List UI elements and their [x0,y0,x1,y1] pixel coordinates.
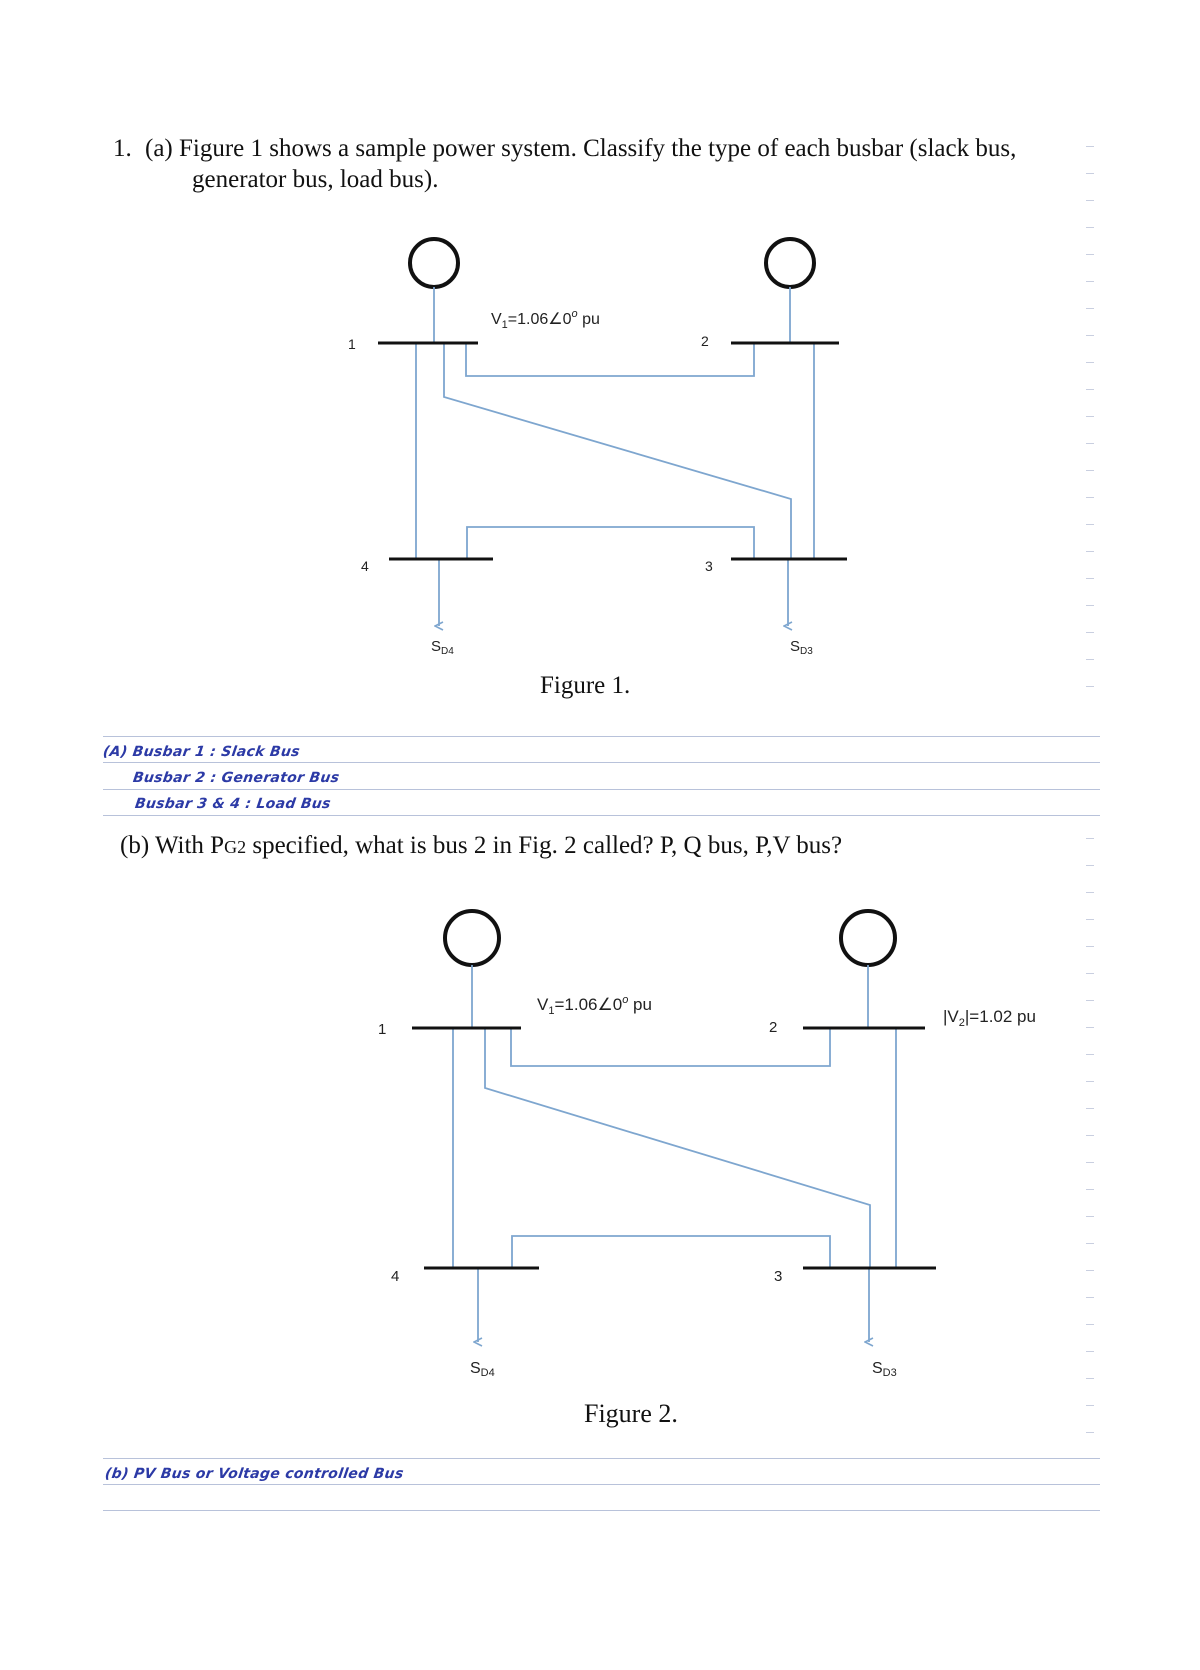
sd4-label: SD4 [431,638,454,657]
generator-1-icon [408,237,460,289]
bus-1-label: 1 [378,1021,386,1038]
sd4-label: SD4 [470,1360,495,1379]
rule-line [103,762,1100,763]
bus-4-label: 4 [391,1268,399,1285]
bus-3-label: 3 [705,558,713,574]
rule-line [103,736,1100,737]
line-4-3 [466,526,755,559]
answer-b-line1: (b) PV Bus or Voltage controlled Bus [103,1466,405,1482]
answer-a-line3: Busbar 3 & 4 : Load Bus [133,796,332,812]
line-4-3 [511,1235,831,1268]
figure-2-diagram: 1 2 3 4 V1=1.06∠0o pu |V2|=1.02 pu SD4 S… [378,909,1036,1428]
answer-a-line1: (A) Busbar 1 : Slack Bus [101,744,301,760]
bus-4-label: 4 [361,558,369,574]
bus-1-label: 1 [348,336,356,352]
rule-line [103,1458,1100,1459]
margin-ticks-bottom [1086,820,1096,1440]
rule-line [103,1510,1100,1511]
margin-ticks-top [1086,128,1096,698]
line-1-2 [465,343,755,377]
answer-a-line2: Busbar 2 : Generator Bus [131,770,341,786]
figure-2-caption: Figure 2. [584,1399,678,1428]
sd3-label: SD3 [790,638,813,657]
v1-label: V1=1.06∠0o pu [491,308,600,331]
part-b-text: (b) With PG2 specified, what is bus 2 in… [120,832,843,859]
bus-2-label: 2 [769,1019,777,1036]
part-a-text-line1: (a) Figure 1 shows a sample power system… [145,135,1017,162]
bus-3-label: 3 [774,1268,782,1285]
rule-line [103,789,1100,790]
line-1-2 [510,1028,831,1067]
generator-1-icon [443,909,501,967]
rule-line [103,815,1100,816]
line-1-3 [484,1028,871,1268]
generator-2-icon [839,909,897,967]
sd3-label: SD3 [872,1360,897,1379]
v1-label: V1=1.06∠0o pu [537,994,652,1017]
figure-1-diagram: 1 2 3 4 V1=1.06∠0o pu SD4 SD3 Figure 1. [348,237,847,699]
v2-label: |V2|=1.02 pu [943,1007,1036,1029]
generator-2-icon [764,237,816,289]
part-a-text-line2: generator bus, load bus). [192,166,439,193]
rule-line [103,1484,1100,1485]
figure-1-caption: Figure 1. [540,672,630,699]
bus-2-label: 2 [701,333,709,349]
line-1-3 [443,343,792,559]
question-number: 1. [113,135,132,162]
